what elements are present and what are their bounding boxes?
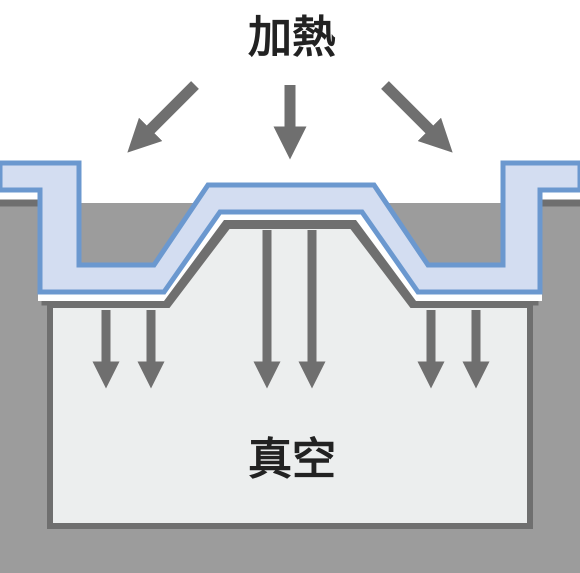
heat-arrow-left	[127, 81, 199, 153]
heat-arrows	[127, 81, 453, 160]
vacuum-chamber	[47, 223, 533, 529]
heat-label: 加熱	[248, 12, 336, 63]
vacuum-label: 真空	[248, 434, 336, 485]
heat-arrow-right	[381, 81, 453, 153]
vacuum-arrows	[92, 230, 490, 389]
plastic-sheet	[0, 160, 580, 295]
